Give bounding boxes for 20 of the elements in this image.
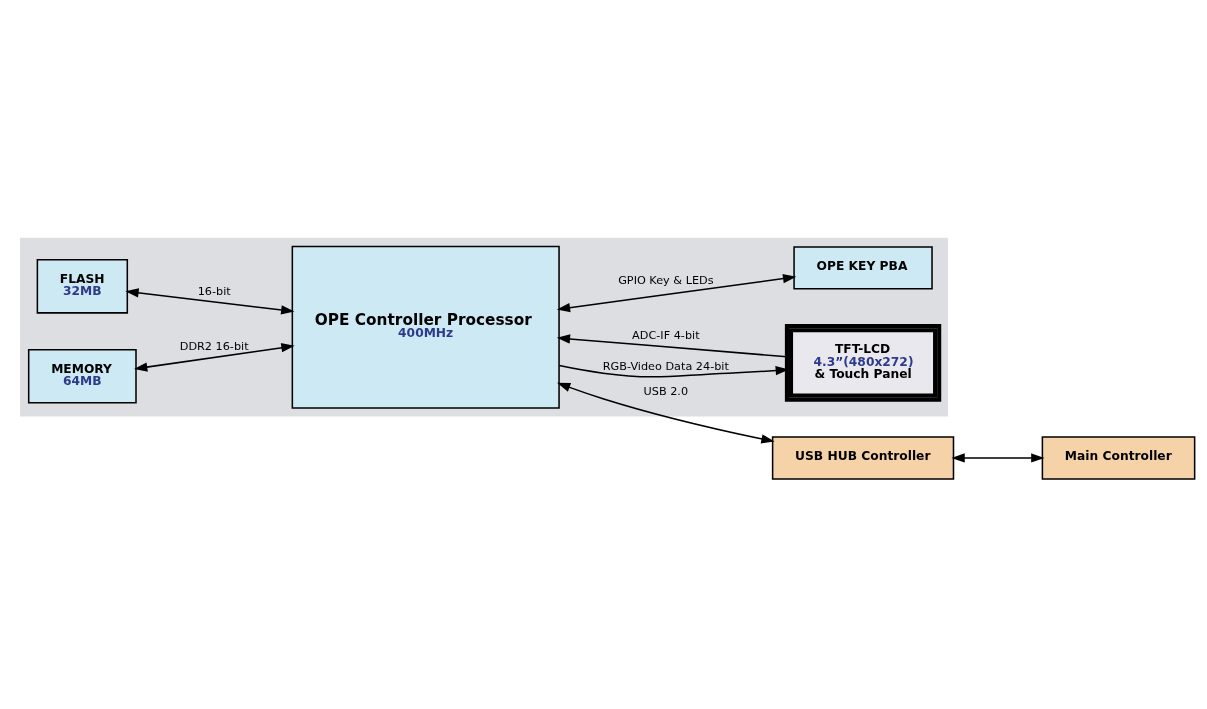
cluster — [20, 237, 948, 417]
edge-label: GPIO Key & LEDs — [618, 274, 714, 288]
node-box: USB HUB Controller — [771, 436, 955, 480]
node-box: MEMORY 64MB — [27, 348, 137, 404]
edge-label: RGB-Video Data 24-bit — [602, 359, 729, 373]
arrow — [557, 382, 775, 444]
arrow — [125, 288, 295, 315]
node-box: OPE KEY PBA — [793, 246, 933, 290]
edge-label: DDR2 16-bit — [179, 340, 249, 354]
node-box: OPE Controller Processor 400MHz — [291, 245, 560, 409]
edge-label: 16-bit — [197, 285, 231, 299]
edge-label: ADC-IF 4-bit — [632, 329, 700, 343]
arrow — [556, 334, 788, 358]
edge-label: USB 2.0 — [643, 385, 689, 399]
arrow — [134, 343, 295, 372]
arrow — [556, 274, 797, 313]
arrow — [951, 453, 1045, 463]
node-box: Main Controller — [1041, 436, 1196, 480]
node-box: FLASH 32MB — [36, 258, 129, 314]
node-box: TFT-LCD 4.3”(480x272) & Touch Panel — [784, 324, 942, 402]
